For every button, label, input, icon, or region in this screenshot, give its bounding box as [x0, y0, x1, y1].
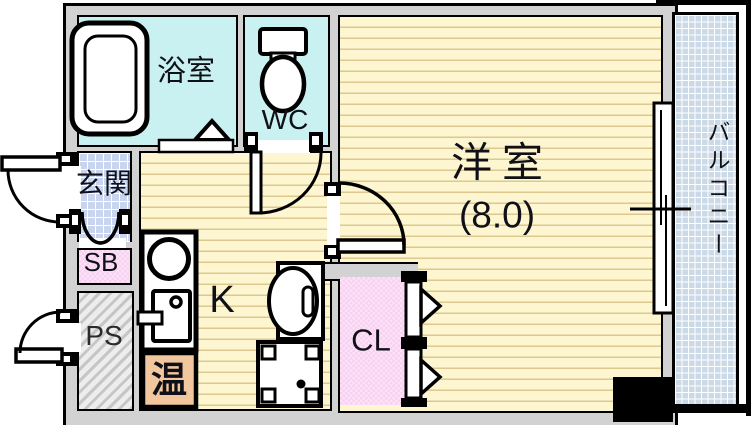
- balcony-floor: [672, 12, 739, 410]
- wc-label: WC: [261, 104, 309, 135]
- washing-machine-icon: [256, 340, 323, 408]
- toilet-icon: [258, 27, 308, 114]
- closet-label: CL: [351, 322, 391, 358]
- balcony-rail-top: [656, 0, 751, 5]
- balcony-bottom-wall: [672, 404, 750, 413]
- entrance-label: 玄関: [75, 168, 133, 199]
- wc-door: [244, 132, 323, 215]
- kitchen-label: K: [209, 279, 235, 321]
- main-room-door: [324, 181, 406, 259]
- balcony-window-icon: [630, 101, 691, 315]
- pipe-space-door: [14, 309, 81, 366]
- washbasin-icon: [267, 261, 325, 341]
- bathroom-door-icon: [157, 118, 235, 154]
- kitchen-unit-icon: [136, 229, 199, 353]
- bathroom-label: 浴室: [156, 55, 216, 88]
- main-room-size-label: (8.0): [458, 194, 536, 236]
- water-heater-box: [140, 350, 199, 410]
- balcony-rail-right: [746, 0, 751, 416]
- shoe-box-label: SB: [83, 247, 119, 277]
- pipe-space-label: PS: [85, 320, 123, 351]
- shoe-box-area: [77, 248, 132, 285]
- closet-area: [340, 277, 410, 405]
- water-heater-label: 温: [150, 359, 188, 400]
- entrance-door: [0, 152, 81, 228]
- pillar: [613, 377, 673, 422]
- bathtub-icon: [69, 20, 150, 137]
- balcony-label: バルコニー: [704, 120, 730, 260]
- main-room-label: 洋室: [451, 139, 553, 186]
- closet-doors: [401, 271, 443, 407]
- shoe-box-doors: [69, 209, 131, 245]
